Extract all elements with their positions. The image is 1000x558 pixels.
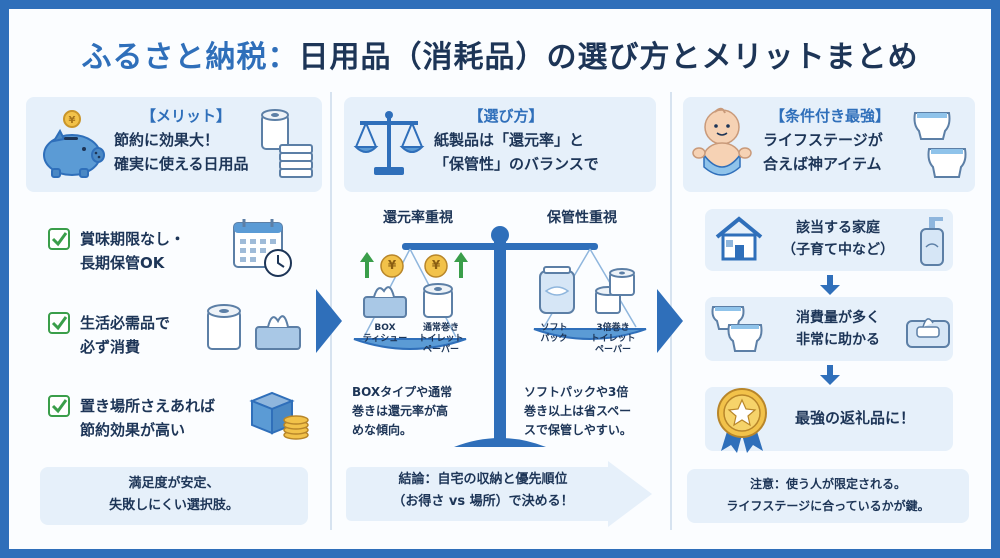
conditional-header: 【条件付き最強】 ライフステージが 合えば神アイテム [683,97,975,192]
normal-roll-label: 通常巻き トイレット ペーパー [418,323,464,355]
award-medal-icon [717,388,767,453]
right-description: ソフトパックや3倍 巻き以上は省スペー スで保管しやすい。 [524,383,632,440]
conditional-header-subtitle: ライフステージが 合えば神アイテム [763,128,883,176]
merit-item-1-line1: 賞味期限なし・ [80,230,186,248]
flow-arrow-icon [316,289,342,353]
left-desc-line3: めな傾向。 [352,423,413,437]
check-icon [48,312,70,334]
check-icon [48,228,70,250]
box-tissue-label: BOX ティシュー [362,323,408,344]
caution-note: 注意：使う人が限定される。 ライフステージに合っているかが鍵。 [687,469,969,523]
merit-item-3: 置き場所さえあれば 節約効果が高い [80,394,215,442]
merit-header-title: 【メリット】 [140,107,231,125]
caution-line1: 注意：使う人が限定される。 [749,477,906,491]
page-title: ふるさと納税：日用品（消耗品）の選び方とメリットまとめ [0,32,1000,76]
conditional-header-line1: ライフステージが [763,131,883,149]
merit-item-2-line2: 必ず消費 [80,338,141,356]
svg-text:¥: ¥ [69,115,76,126]
yen-symbol: ¥ [431,258,441,272]
toilet-paper-towels-icon [261,109,313,178]
conclusion-line2: （お得さ vs 場所）で決める！ [392,494,574,509]
right-desc-line2: 巻き以上は省スペー [524,404,632,418]
selection-header-subtitle: 紙製品は「還元率」と 「保管性」のバランスで [434,128,599,176]
left-description: BOXタイプや通常 巻きは還元率が高 めな傾向。 [352,383,452,440]
left-desc-line2: 巻きは還元率が高 [352,404,449,418]
conditional-header-title: 【条件付き最強】 [769,107,890,125]
consumption-step-text: 消費量が多く 非常に助かる [769,307,907,351]
house-icon [715,216,763,261]
tissue-box-icon [363,286,407,318]
yen-coin-icon [380,254,404,278]
toilet-roll-icon [423,283,453,318]
conditional-header-line2: 合えば神アイテム [763,155,882,173]
household-line2: （子育て中など） [782,242,894,258]
household-line1: 該当する家庭 [796,220,880,236]
wet-wipes-icon [906,318,950,348]
conclusion-text: 結論：自宅の収納と優先順位 （お得さ vs 場所）で決める！ [348,469,618,519]
merit-footer-line2: 失敗しにくい選択肢。 [109,498,239,513]
selection-header-line1: 紙製品は「還元率」と [434,131,585,149]
piggy-bank-icon: ¥ [43,110,105,178]
title-part1: ふるさと納税： [81,40,299,75]
pump-bottle-icon [920,217,944,266]
calendar-clock-icon [233,219,292,277]
selection-header-title: 【選び方】 [468,107,544,125]
merit-item-1-line2: 長期保管OK [80,254,165,272]
balance-scale-icon [353,111,425,175]
caution-line2: ライフステージに合っているかが鍵。 [726,499,930,513]
down-arrow-icon [820,275,840,295]
diaper-stack-icon [711,306,763,352]
soft-pack-label: ソフト パック [540,323,568,344]
best-gift-step-text: 最強の返礼品に！ [794,409,915,427]
consumption-line1: 消費量が多く [796,310,880,326]
yen-symbol: ¥ [387,258,397,272]
soft-pack-icon [539,266,575,314]
merit-footer-line1: 満足度が安定、 [128,476,220,491]
flow-arrow-icon [657,289,683,353]
conclusion-arrow-box [346,461,652,527]
up-arrow-icon [360,252,374,278]
toilet-roll-tissue-icon [207,304,301,350]
triple-roll-icon [595,268,635,314]
merit-header-subtitle: 節約に効果大！ 確実に使える日用品 [114,128,249,176]
merit-item-1: 賞味期限なし・ 長期保管OK [80,227,185,275]
merit-item-3-line2: 節約効果が高い [80,421,186,439]
left-desc-line1: BOXタイプや通常 [352,385,453,399]
household-step-text: 該当する家庭 （子育て中など） [769,217,907,261]
right-side-label: 保管性重視 [547,210,617,226]
merit-item-2-line1: 生活必需品で [80,314,171,332]
left-side-label: 還元率重視 [383,210,453,226]
yen-coin-icon [424,254,448,278]
right-desc-line3: スで保管しやすい。 [524,423,632,437]
up-arrow-icon [454,252,468,278]
merit-footer: 満足度が安定、 失敗しにくい選択肢。 [40,467,308,525]
baby-icon [692,107,752,176]
diapers-icon [913,112,967,178]
conclusion-line1: 結論：自宅の収納と優先順位 [398,472,568,487]
triple-roll-label: 3倍巻き トイレット ペーパー [590,323,636,355]
merit-item-2: 生活必需品で 必ず消費 [80,311,170,359]
merit-header-line2: 確実に使える日用品 [114,155,249,173]
box-coins-icon [249,391,309,440]
merit-header: ¥ 【メリット】 節約に効果大！ 確実に使える日用品 [26,97,322,192]
down-arrow-icon [820,365,840,385]
merit-header-line1: 節約に効果大！ [114,131,220,149]
selection-header: 【選び方】 紙製品は「還元率」と 「保管性」のバランスで [344,97,656,192]
check-icon [48,395,70,417]
right-desc-line1: ソフトパックや3倍 [524,385,629,399]
title-part2: 日用品（消耗品）の選び方とメリットまとめ [298,40,919,75]
selection-header-line2: 「保管性」のバランスで [434,155,599,173]
merit-item-3-line1: 置き場所さえあれば [80,397,216,415]
consumption-line2: 非常に助かる [796,332,880,348]
